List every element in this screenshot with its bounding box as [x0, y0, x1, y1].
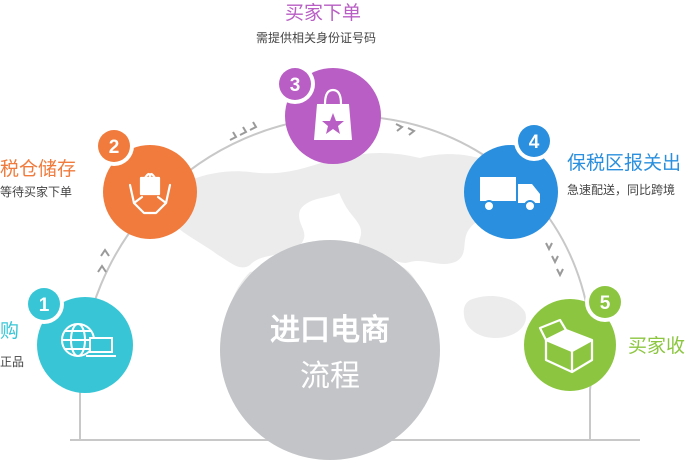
flow-arrows	[97, 121, 564, 278]
step-3	[275, 64, 381, 164]
step-2-subtitle: 等待买家下单	[0, 185, 73, 199]
step-3-number: 3	[290, 75, 301, 96]
step-1-number: 1	[39, 295, 50, 316]
center-title: 进口电商	[270, 313, 390, 348]
step-1-title: 购	[0, 320, 20, 342]
step-3-subtitle: 需提供相关身份证号码	[256, 31, 377, 45]
hands-gift-icon	[128, 172, 172, 215]
truck-icon	[480, 177, 540, 212]
center-circle	[220, 240, 440, 460]
step-2-title: 税仓储存	[0, 158, 77, 180]
step-3-badge	[279, 68, 311, 100]
step-5	[524, 282, 625, 391]
step-2	[94, 126, 197, 239]
step-1-subtitle: 正品	[0, 355, 25, 369]
step-2-number: 2	[109, 137, 120, 158]
globe-laptop-icon	[61, 323, 116, 357]
step-5-title: 买家收	[628, 335, 686, 357]
step-3-title: 买家下单	[285, 2, 362, 24]
step-4-number: 4	[529, 132, 540, 153]
step-5-badge	[589, 286, 621, 318]
step-4-title: 保税区报关出	[567, 152, 682, 174]
shopping-bag-icon	[314, 88, 352, 140]
step-1-badge	[28, 288, 60, 320]
step-4-subtitle: 急速配送，同比跨境	[567, 183, 676, 197]
package-box-icon	[538, 318, 594, 374]
step-5-number: 5	[600, 293, 611, 314]
step-4-badge	[518, 125, 550, 157]
step-2-badge	[98, 130, 130, 162]
center-subtitle: 流程	[300, 359, 360, 394]
step-4	[464, 121, 558, 239]
step-1	[24, 284, 133, 393]
